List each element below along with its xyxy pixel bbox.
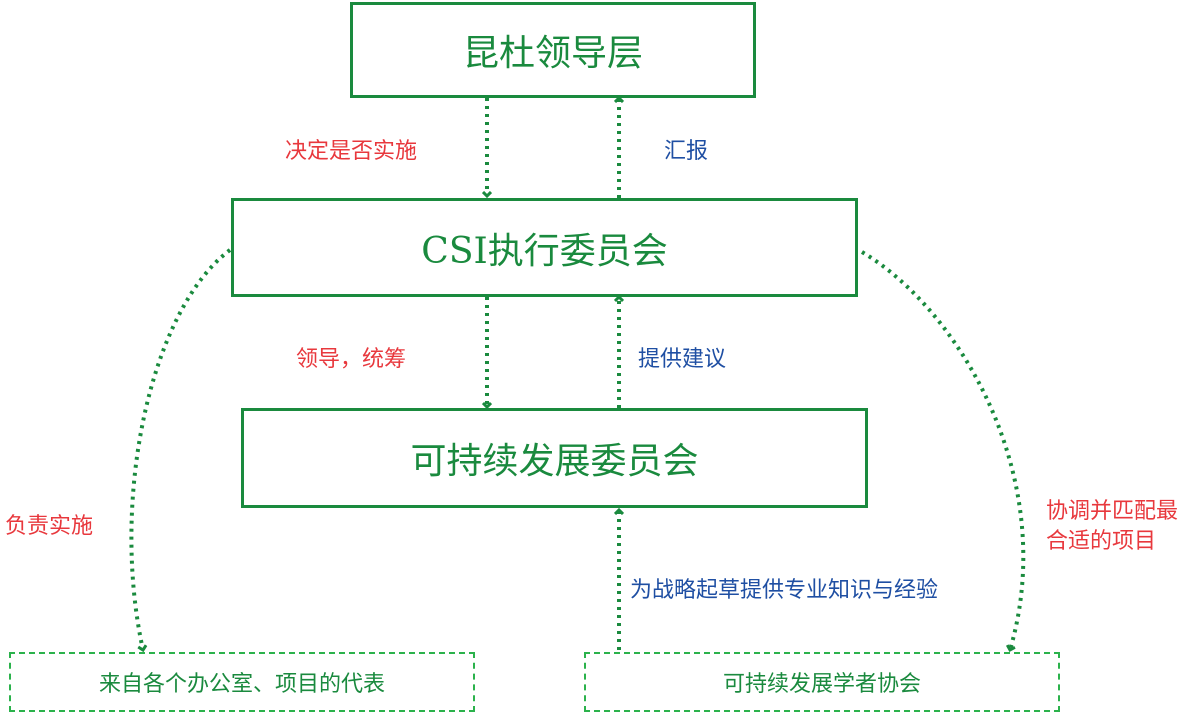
- edge-label-decide-implement: 决定是否实施: [285, 139, 418, 164]
- edge-label-coordinate-match-line1: 协调并匹配最: [1046, 499, 1179, 524]
- leadership-box: 昆杜领导层: [350, 2, 756, 98]
- edge-label-lead-coordinate: 领导，统筹: [296, 347, 407, 372]
- edge-label-provide-advice: 提供建议: [638, 347, 727, 372]
- scholars-association-label: 可持续发展学者协会: [722, 672, 921, 697]
- edge-label-coordinate-match-line2: 合适的项目: [1046, 528, 1157, 554]
- sustainability-committee-box: 可持续发展委员会: [241, 408, 868, 508]
- sustainability-committee-label: 可持续发展委员会: [410, 441, 699, 482]
- representatives-box: 来自各个办公室、项目的代表: [9, 652, 475, 712]
- leadership-label: 昆杜领导层: [462, 33, 643, 74]
- csi-committee-label: CSI执行委员会: [421, 230, 668, 272]
- representatives-label: 来自各个办公室、项目的代表: [98, 672, 385, 697]
- edge-label-responsible-implement: 负责实施: [5, 514, 94, 539]
- scholars-association-box: 可持续发展学者协会: [584, 652, 1060, 712]
- edge-label-provide-expertise: 为战略起草提供专业知识与经验: [630, 578, 939, 603]
- arrow-csi-to-representatives: [129, 248, 232, 650]
- arrow-csi-to-scholars: [860, 250, 1026, 650]
- csi-committee-box: CSI执行委员会: [231, 198, 858, 297]
- edge-label-report: 汇报: [664, 139, 709, 164]
- edge-label-coordinate-match: 协调并匹配最 合适的项目: [1046, 497, 1178, 556]
